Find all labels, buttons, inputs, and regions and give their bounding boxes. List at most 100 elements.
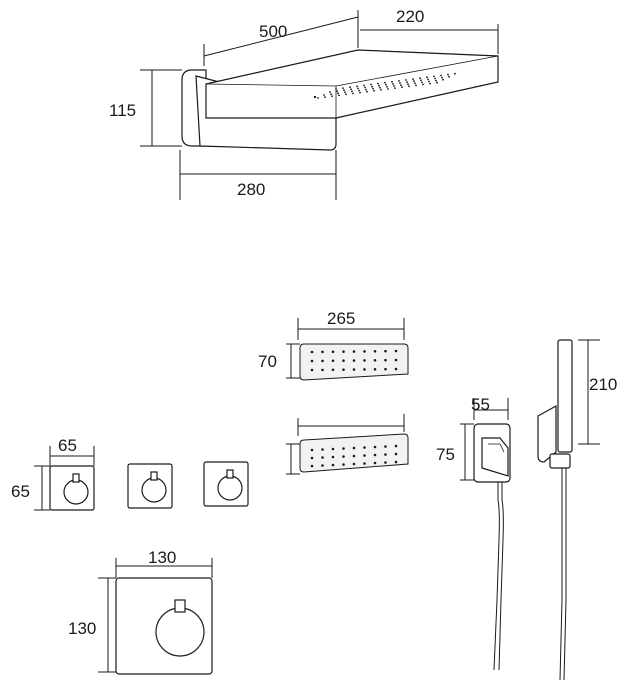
body-jet-length-label: 265 — [327, 309, 355, 328]
shower-nozzle-dot — [345, 93, 347, 96]
nozzle-dot — [331, 463, 335, 467]
shower-nozzle-dot — [384, 81, 386, 84]
nozzle-dot — [321, 359, 324, 363]
nozzle-dot — [352, 359, 356, 362]
shower-nozzle-dot — [401, 86, 403, 89]
shower-nozzle-dot — [440, 74, 442, 77]
nozzle-dot — [384, 349, 387, 353]
shower-nozzle-dot — [413, 80, 415, 83]
shower-nozzle-dot — [324, 96, 326, 98]
small-valve-2 — [127, 463, 173, 509]
shower-nozzle-dot — [331, 95, 333, 98]
wall-outlet-holder: 55 75 — [436, 395, 511, 671]
shower-nozzle-dot — [442, 78, 444, 81]
shower-nozzle-dot — [414, 82, 416, 85]
shower-nozzle-dot — [429, 82, 431, 85]
shower-nozzle-dot — [428, 80, 430, 83]
shower-nozzle-dot — [400, 84, 402, 86]
nozzle-dot — [394, 367, 398, 371]
shower-nozzle-dot — [377, 82, 379, 85]
shower-nozzle-dot — [422, 83, 424, 86]
shower-nozzle-dot — [344, 91, 346, 94]
shower-nozzle-dot — [433, 75, 435, 78]
shower-nozzle-dot — [412, 78, 414, 80]
nozzle-dot — [310, 359, 314, 363]
shower-nozzle-dot — [317, 97, 319, 99]
small-valve-1: 65 65 — [11, 436, 95, 511]
nozzle-dot — [352, 454, 356, 458]
hand-shower-length-label: 210 — [589, 375, 617, 394]
shower-nozzle-dot — [407, 83, 409, 86]
large-valve-height-label: 130 — [68, 619, 96, 638]
nozzle-dot — [331, 359, 335, 363]
nozzle-dot — [310, 368, 314, 372]
shower-nozzle-dot — [335, 88, 337, 90]
nozzle-dot — [394, 358, 398, 362]
shower-nozzle-dot — [364, 86, 366, 89]
shower-nozzle-dot — [385, 83, 387, 86]
shower-nozzle-dot — [338, 94, 340, 97]
nozzle-dot — [310, 464, 314, 468]
nozzle-dot — [394, 452, 398, 456]
shower-nozzle-dot — [352, 92, 354, 95]
nozzle-dot — [310, 448, 314, 452]
nozzle-dot — [310, 456, 314, 460]
shower-nozzle-dot — [350, 88, 352, 91]
nozzle-dot — [331, 368, 335, 372]
rain-shower-head: 500 220 115 280 — [109, 7, 499, 200]
shower-nozzle-dot — [359, 91, 361, 94]
nozzle-dot — [384, 358, 387, 362]
nozzle-dot — [342, 455, 345, 458]
shower-nozzle-dot — [408, 85, 410, 88]
shower-nozzle-dot — [365, 88, 367, 91]
shower-nozzle-dot — [336, 90, 338, 92]
shower-nozzle-dot — [337, 92, 339, 95]
nozzle-dot — [321, 448, 324, 451]
body-jet-height-label: 70 — [258, 352, 277, 371]
nozzle-dot — [342, 447, 345, 450]
shower-nozzle-dot — [351, 90, 353, 93]
shower-nozzle-dot — [441, 76, 443, 79]
shower-nozzle-dot — [386, 86, 388, 88]
nozzle-dot — [373, 367, 377, 371]
shower-nozzle-dot — [379, 86, 381, 89]
nozzle-dot — [321, 456, 324, 459]
shower-nozzle-dot — [435, 79, 437, 82]
nozzle-dot — [373, 349, 377, 353]
shower-nozzle-dot — [436, 81, 438, 84]
nozzle-dot — [363, 454, 366, 457]
nozzle-dot — [373, 445, 377, 449]
nozzle-dot — [321, 350, 324, 354]
nozzle-dot — [363, 359, 366, 362]
nozzle-dot — [394, 460, 398, 464]
shower-head-width-label: 220 — [396, 7, 424, 26]
shower-nozzle-dot — [427, 78, 429, 81]
nozzle-dot — [373, 461, 377, 465]
shower-nozzle-dot — [393, 85, 395, 87]
shower-nozzle-dot — [391, 80, 393, 83]
nozzle-dot — [384, 445, 387, 448]
body-jet-lower — [286, 414, 409, 475]
shower-head-length-label: 500 — [259, 22, 287, 41]
shower-nozzle-dot — [406, 81, 408, 83]
shower-nozzle-dot — [349, 86, 351, 89]
large-valve-width-label: 130 — [148, 548, 176, 567]
shower-nozzle-dot — [370, 83, 372, 86]
shower-nozzle-dot — [419, 77, 421, 80]
body-jet-upper: 265 70 — [258, 309, 409, 381]
shower-nozzle-dot — [454, 72, 456, 75]
shower-nozzle-dot — [448, 75, 450, 78]
nozzle-dot — [373, 453, 377, 457]
shower-nozzle-dot — [356, 85, 358, 88]
shower-nozzle-dot — [363, 84, 365, 87]
shower-nozzle-dot — [447, 73, 449, 76]
nozzle-dot — [352, 368, 356, 371]
shower-nozzle-dot — [366, 90, 368, 93]
shower-nozzle-dot — [392, 83, 394, 85]
shower-arm-projection-label: 280 — [237, 180, 265, 199]
large-valve: 130 130 — [68, 548, 213, 675]
nozzle-dot — [394, 444, 398, 448]
nozzle-dot — [342, 359, 345, 362]
shower-nozzle-dot — [421, 81, 423, 84]
